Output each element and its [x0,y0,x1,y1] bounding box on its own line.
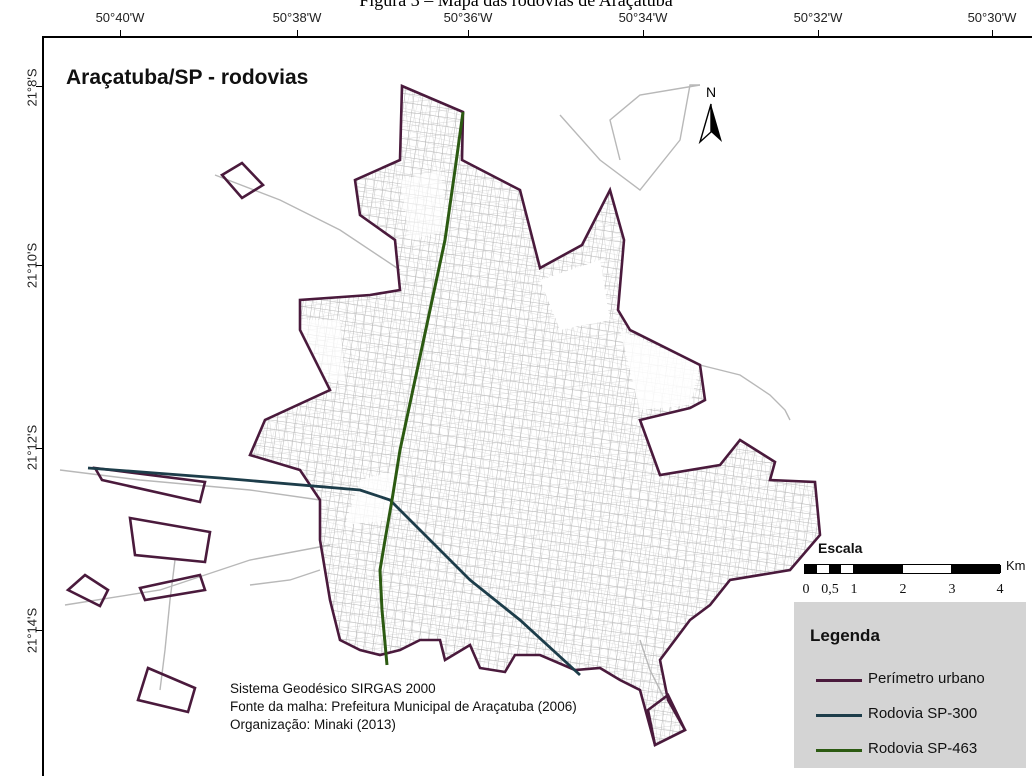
scale-bar-group: Escala Km 0 0,5 1 2 3 4 [800,536,1032,606]
scale-title: Escala [818,540,863,556]
north-arrow: N [696,84,726,148]
legend-swatch [816,714,862,717]
map-title: Araçatuba/SP - rodovias [66,66,309,89]
scale-segment [817,565,829,573]
longitude-label: 50°32'W [793,10,843,25]
legend-label: Rodovia SP-463 [868,740,978,757]
legend-item-rodovia-sp-463: Rodovia SP-463 [816,740,1026,760]
longitude-label: 50°30'W [967,10,1017,25]
scale-segment [951,565,1001,573]
note-source: Fonte da malha: Prefeitura Municipal de … [230,699,577,714]
rodovia-sp-463 [378,111,465,666]
longitude-label: 50°36'W [443,10,493,25]
scale-label: 0 [802,582,810,597]
longitude-tick [643,30,644,37]
latitude-tick [36,448,43,449]
scale-segment [853,565,903,573]
rodovia-sp-300 [87,466,581,677]
legend: Legenda Perímetro urbano Rodovia SP-300 … [794,602,1026,768]
legend-item-perimetro-urbano: Perímetro urbano [816,670,1026,690]
legend-label: Perímetro urbano [868,670,985,687]
north-arrow-icon [698,103,722,145]
street-grid [250,86,820,745]
scale-label: 3 [948,582,956,597]
legend-item-rodovia-sp-300: Rodovia SP-300 [816,705,1026,725]
longitude-tick [120,30,121,37]
legend-swatch [816,749,862,752]
longitude-tick [818,30,819,37]
longitude-label: 50°34'W [618,10,668,25]
longitude-tick [468,30,469,37]
figure-caption-cropped: Figura 3 – Mapa das rodovias de Araçatub… [359,0,673,10]
map-notes: Sistema Geodésico SIRGAS 2000 Fonte da m… [230,680,577,734]
latitude-tick [36,86,43,87]
longitude-tick [992,30,993,37]
scale-unit: Km [1006,558,1026,573]
longitude-label: 50°40'W [95,10,145,25]
scale-label: 4 [996,582,1004,597]
legend-swatch [816,679,862,682]
scale-label: 1 [850,582,858,597]
legend-title: Legenda [810,626,880,645]
scale-label: 2 [899,582,907,597]
latitude-tick [36,265,43,266]
urban-perimeter [65,84,822,747]
longitude-label: 50°38'W [272,10,322,25]
scale-segment [841,565,853,573]
legend-label: Rodovia SP-300 [868,705,978,722]
scale-label: 0,5 [821,582,839,597]
note-organization: Organização: Minaki (2013) [230,717,396,732]
scale-segment [805,565,817,573]
scale-segment [903,565,951,573]
scale-segment [829,565,841,573]
scale-bar [804,564,1001,574]
map-frame [42,36,1032,776]
longitude-tick [297,30,298,37]
note-geodetic-system: Sistema Geodésico SIRGAS 2000 [230,681,436,696]
latitude-tick [36,630,43,631]
north-label: N [705,84,717,100]
